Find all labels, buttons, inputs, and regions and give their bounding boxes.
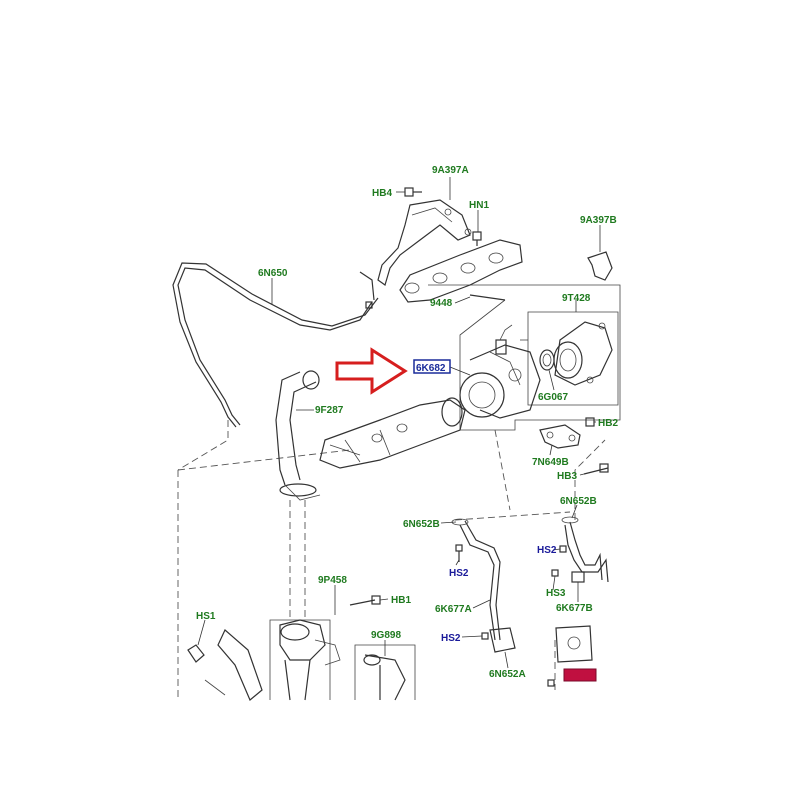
heat-shield-9A397B xyxy=(587,251,613,281)
label-6N652A: 6N652A xyxy=(489,669,526,680)
bracket-HS1 xyxy=(187,629,263,701)
intake-hose-9F287 xyxy=(275,370,321,501)
oil-feed-pipe-6N650 xyxy=(172,262,379,428)
highlight-box-red xyxy=(563,668,597,682)
label-HB4: HB4 xyxy=(372,188,392,199)
label-HN1: HN1 xyxy=(469,200,489,211)
gasket-3P795 xyxy=(555,625,593,663)
bolt-HB2 xyxy=(585,417,595,427)
label-HS3: HS3 xyxy=(546,588,566,599)
heat-shield-9A397A xyxy=(377,199,472,286)
label-HS2-b: HS2 xyxy=(449,568,469,579)
screws xyxy=(455,544,567,687)
label-red-box: 3P795 xyxy=(566,671,595,682)
label-HS1: HS1 xyxy=(196,611,216,622)
nut-HN1 xyxy=(472,231,482,246)
label-6K677B: 6K677B xyxy=(556,603,593,614)
label-6K677A: 6K677A xyxy=(435,604,472,615)
highlight-box-6K682 xyxy=(413,359,451,374)
label-9A397B: 9A397B xyxy=(580,215,617,226)
label-9G898: 9G898 xyxy=(371,630,401,641)
label-HB3: HB3 xyxy=(557,471,577,482)
bolt-HB3 xyxy=(583,463,609,475)
turbo-group-frame xyxy=(428,284,621,431)
gasket-6G067 xyxy=(539,349,555,371)
downpipe-assembly xyxy=(319,397,466,469)
label-6K682: 6K682 xyxy=(416,363,446,374)
label-6N652B-right: 6N652B xyxy=(560,496,597,507)
bracket-7N649B xyxy=(539,424,581,449)
manifold-gasket-9448 xyxy=(399,239,523,303)
red-pointer-arrow xyxy=(335,347,408,395)
oil-return-pipe-6K677A xyxy=(451,518,516,653)
bolt-HB4 xyxy=(404,187,422,197)
label-HB1: HB1 xyxy=(391,595,411,606)
label-HS2-a: HS2 xyxy=(537,545,557,556)
label-9A397A: 9A397A xyxy=(432,165,469,176)
label-6G067: 6G067 xyxy=(538,392,568,403)
label-9T428: 9T428 xyxy=(562,293,591,304)
bolt-HB1 xyxy=(349,595,381,606)
label-9448: 9448 xyxy=(430,298,453,309)
label-9F287: 9F287 xyxy=(315,405,344,416)
label-6N650: 6N650 xyxy=(258,268,288,279)
assembly-9P458 xyxy=(269,619,341,701)
label-9P458: 9P458 xyxy=(318,575,347,586)
label-7N649B: 7N649B xyxy=(532,457,569,468)
label-HS2-c: HS2 xyxy=(441,633,461,644)
oil-return-pipe-6K677B xyxy=(561,516,609,583)
part-labels: 9A397A HB4 HN1 9A397B 6N650 9448 9T428 6… xyxy=(196,165,618,682)
turbo-outlet-9T428 xyxy=(553,321,613,386)
label-leaders xyxy=(197,177,601,669)
turbocharger-6K682 xyxy=(459,324,541,419)
label-HB2: HB2 xyxy=(598,418,618,429)
label-6N652B-left: 6N652B xyxy=(403,519,440,530)
arrow-shape xyxy=(335,347,408,395)
